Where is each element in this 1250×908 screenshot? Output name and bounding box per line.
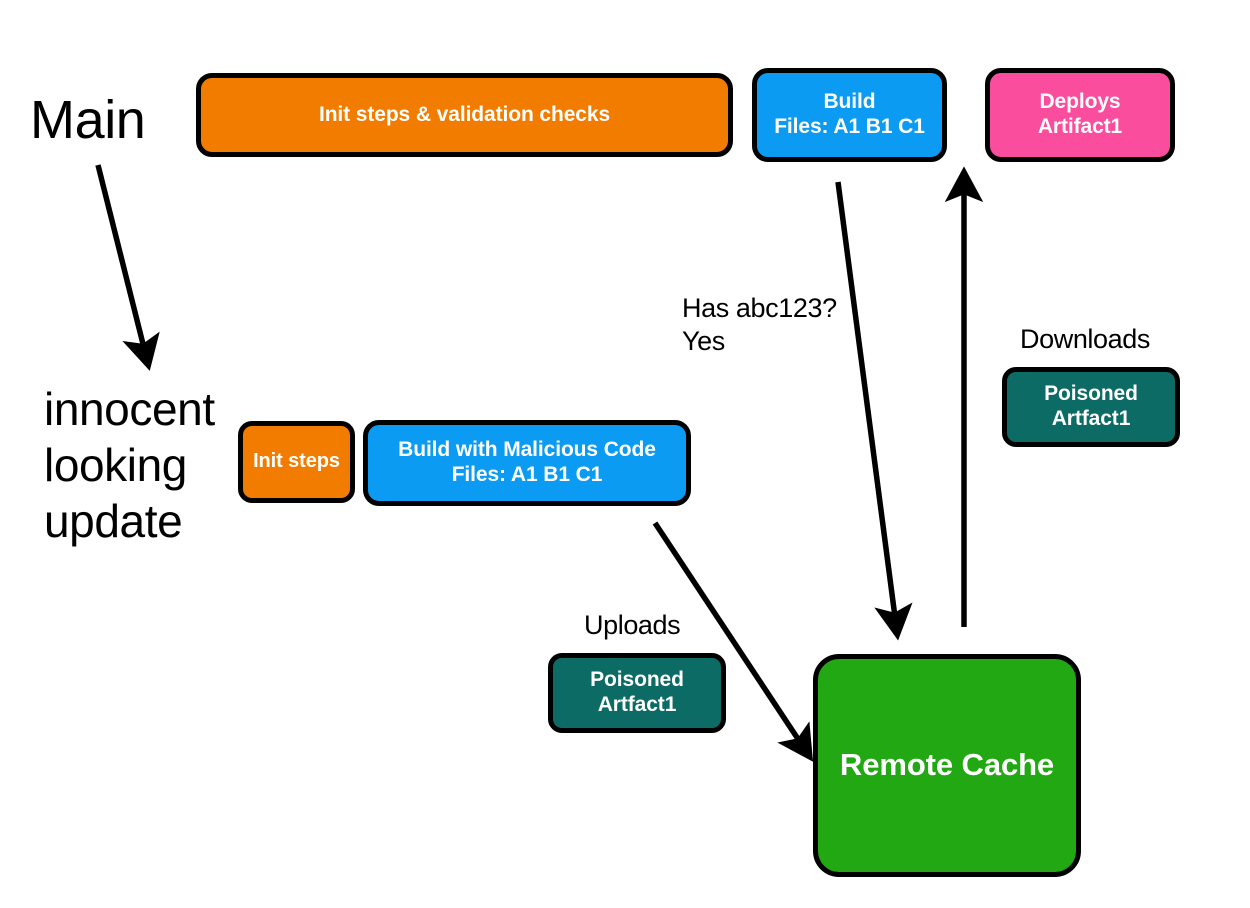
node-init-steps-validation-checks[interactable]: Init steps & validation checks (196, 73, 733, 157)
node-build-main[interactable]: Build Files: A1 B1 C1 (752, 68, 947, 162)
arrow-build-to-cache-lookup (835, 181, 913, 641)
edge-label-uploads: Uploads (584, 610, 681, 640)
node-init-steps[interactable]: Init steps (238, 421, 355, 503)
node-poisoned-artifact-upload[interactable]: Poisoned Artfact1 (548, 653, 726, 733)
node-poisoned-artifact-download[interactable]: Poisoned Artfact1 (1002, 367, 1180, 447)
edge-label-cache-lookup: Has abc123? Yes (682, 293, 837, 356)
feature-branch-label: innocent looking update (44, 383, 215, 548)
node-deploys-artifact1[interactable]: Deploys Artifact1 (985, 68, 1175, 162)
node-remote-cache[interactable]: Remote Cache (813, 654, 1081, 877)
node-build-with-malicious-code[interactable]: Build with Malicious Code Files: A1 B1 C… (363, 420, 691, 506)
arrow-main-to-branch (95, 164, 160, 371)
main-branch-label: Main (30, 90, 146, 150)
edge-label-downloads: Downloads (1020, 324, 1150, 354)
